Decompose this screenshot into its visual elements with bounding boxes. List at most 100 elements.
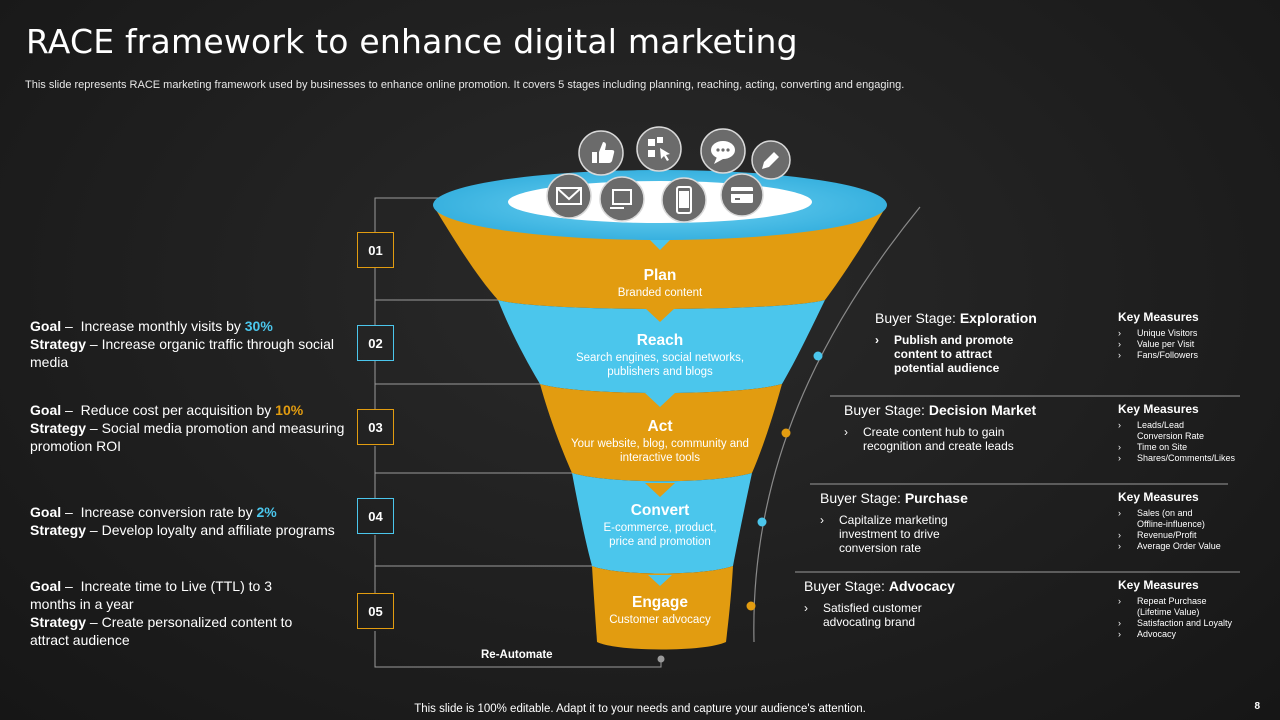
stage-number-box: 05 xyxy=(357,593,394,629)
buyer-label: Buyer Stage: xyxy=(844,402,925,418)
key-measures-title: Key Measures xyxy=(1118,490,1199,504)
stage-number-box: 03 xyxy=(357,409,394,445)
icon-cluster xyxy=(546,126,791,223)
funnel-band-reach xyxy=(498,300,825,393)
buyer-stage-advocacy: Buyer Stage: Advocacy ›Satisfied custome… xyxy=(804,578,955,629)
goal-label: Goal xyxy=(30,318,62,334)
thumbs-up-icon xyxy=(578,130,624,176)
monitor-icon xyxy=(599,176,645,222)
key-measure-item: Average Order Value xyxy=(1137,541,1221,551)
stage-plan: Plan Branded content xyxy=(580,267,740,300)
page-title: RACE framework to enhance digital market… xyxy=(26,22,798,61)
buyer-separators xyxy=(795,395,1240,573)
strategy-text: Develop loyalty and affiliate programs xyxy=(101,522,335,538)
buyer-stage-exploration: Buyer Stage: Exploration ›Publish and pr… xyxy=(875,310,1037,375)
buyer-stage-name: Decision Market xyxy=(928,402,1037,418)
goal-block: Goal – Increase monthly visits by 30% St… xyxy=(30,318,335,370)
page-subtitle: This slide represents RACE marketing fra… xyxy=(25,79,905,91)
buyer-point: Satisfied customer advocating brand xyxy=(823,601,922,629)
funnel-band-act xyxy=(540,384,782,482)
key-measures-exploration: Key Measures ›Unique Visitors ›Value per… xyxy=(1118,310,1258,361)
stage-name: Act xyxy=(647,418,673,435)
buyer-stage-decision: Buyer Stage: Decision Market ›Create con… xyxy=(844,402,1037,453)
funnel-chevron xyxy=(645,483,675,497)
goal-block: Goal – Increase conversion rate by 2% St… xyxy=(30,504,335,538)
stage-desc: E-commerce, product, price and promotion xyxy=(603,522,717,548)
buyer-stage-name: Exploration xyxy=(959,310,1037,326)
connector-lines xyxy=(374,197,662,668)
goal-highlight: 10% xyxy=(275,402,304,418)
stage-name: Engage xyxy=(632,594,688,611)
goal-label: Goal xyxy=(30,402,62,418)
key-measure-item: Revenue/Profit xyxy=(1137,530,1197,540)
goal-highlight: 2% xyxy=(256,504,277,520)
key-measure-item: Repeat Purchase (Lifetime Value) xyxy=(1137,596,1207,617)
buyer-stage-purchase: Buyer Stage: Purchase ›Capitalize market… xyxy=(820,490,968,555)
stage-act: Act Your website, blog, community and in… xyxy=(570,418,750,465)
goal-text: Reduce cost per acquisition by xyxy=(80,402,276,418)
connector-line xyxy=(374,631,662,668)
strategy-text: Create personalized content to attract a… xyxy=(30,614,293,648)
stage-desc: Search engines, social networks, publish… xyxy=(575,352,745,378)
key-measure-item: Fans/Followers xyxy=(1137,350,1199,360)
puzzle-icon xyxy=(636,126,682,172)
strategy-label: Strategy xyxy=(30,336,87,352)
goal-label: Goal xyxy=(30,578,62,594)
chat-bubble-icon xyxy=(700,128,746,174)
key-measure-item: Time on Site xyxy=(1137,442,1188,452)
stage-desc: Branded content xyxy=(617,287,703,299)
strategy-label: Strategy xyxy=(30,420,87,436)
buyer-point: Create content hub to gain recognition a… xyxy=(863,425,1014,453)
stage-desc: Customer advocacy xyxy=(609,614,711,626)
arc-dot xyxy=(813,351,823,361)
key-measure-item: Leads/Lead Conversion Rate xyxy=(1137,420,1205,441)
strategy-label: Strategy xyxy=(30,522,87,538)
funnel-chevron xyxy=(645,393,675,407)
key-measure-item: Sales (on and Offline-influence) xyxy=(1137,508,1205,529)
smartphone-icon xyxy=(661,177,707,223)
key-measures-decision: Key Measures ›Leads/Lead Conversion Rate… xyxy=(1118,402,1258,464)
footer-note: This slide is 100% editable. Adapt it to… xyxy=(414,703,866,715)
stage-arc xyxy=(657,206,921,663)
stage-number-box: 02 xyxy=(357,325,394,361)
buyer-stage-name: Purchase xyxy=(904,490,968,506)
key-measures-title: Key Measures xyxy=(1118,402,1199,416)
strategy-text: Social media promotion and measuring pro… xyxy=(30,420,345,454)
arc-dot xyxy=(757,517,767,527)
funnel-band-engage xyxy=(592,566,733,650)
stage-number-box: 04 xyxy=(357,498,394,534)
stage-engage: Engage Customer advocacy xyxy=(590,594,730,627)
key-measure-item: Advocacy xyxy=(1137,629,1177,639)
goal-block: Goal – Reduce cost per acquisition by 10… xyxy=(30,402,345,454)
key-measure-item: Shares/Comments/Likes xyxy=(1137,453,1236,463)
buyer-label: Buyer Stage: xyxy=(804,578,885,594)
funnel-chevron xyxy=(648,575,672,586)
pencil-icon xyxy=(751,140,791,180)
key-measures-purchase: Key Measures ›Sales (on and Offline-infl… xyxy=(1118,490,1258,552)
arc-dot xyxy=(746,601,756,611)
funnel-band-convert xyxy=(572,473,752,574)
stage-name: Plan xyxy=(643,267,677,284)
key-measure-item: Unique Visitors xyxy=(1137,328,1198,338)
envelope-icon xyxy=(546,173,592,219)
strategy-text: Increase organic traffic through social … xyxy=(30,336,335,370)
stage-name: Convert xyxy=(630,502,690,519)
re-automate-dot xyxy=(657,655,665,663)
goal-label: Goal xyxy=(30,504,62,520)
stage-number-box: 01 xyxy=(357,232,394,268)
stage-name: Reach xyxy=(636,332,684,349)
buyer-label: Buyer Stage: xyxy=(820,490,901,506)
key-measures-advocacy: Key Measures ›Repeat Purchase (Lifetime … xyxy=(1118,578,1258,640)
arc-dot xyxy=(781,428,791,438)
key-measure-item: Value per Visit xyxy=(1137,339,1195,349)
re-automate-label: Re-Automate xyxy=(481,649,553,661)
buyer-label: Buyer Stage: xyxy=(875,310,956,326)
stage-desc: Your website, blog, community and intera… xyxy=(571,438,749,464)
key-measures-title: Key Measures xyxy=(1118,578,1199,592)
buyer-point: Publish and promote content to attract p… xyxy=(894,333,1014,375)
buyer-point: Capitalize marketing investment to drive… xyxy=(839,513,948,555)
page-number: 8 xyxy=(1254,701,1260,712)
strategy-label: Strategy xyxy=(30,614,87,630)
connector-line xyxy=(374,197,440,233)
